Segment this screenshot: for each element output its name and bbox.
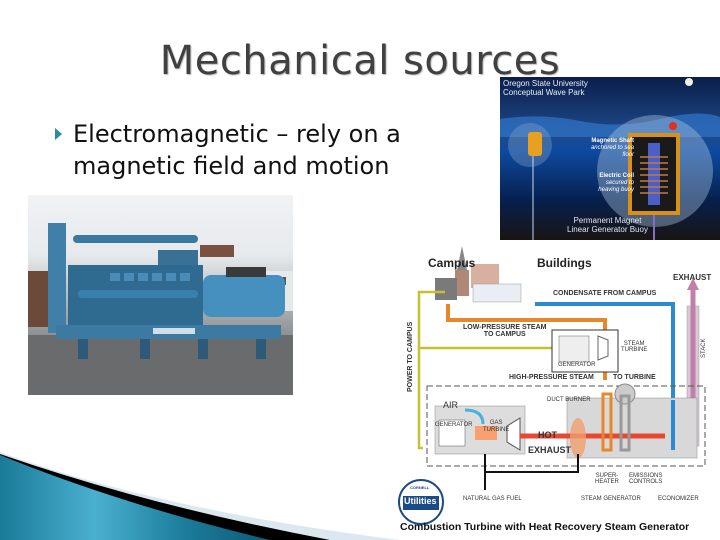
superheater-label: SUPER- HEATER (595, 473, 619, 485)
bullet-text: Electromagnetic – rely on a magnetic fie… (73, 120, 401, 180)
wave-park-image: Oregon State University Conceptual Wave … (500, 77, 720, 241)
steam-turbine-label: STEAM TURBINE (621, 341, 647, 353)
electric-coil-label: Electric Coil secured to heaving buoy (582, 173, 634, 194)
gas-turbine-label: GAS TURBINE (483, 420, 509, 434)
buildings-label: Buildings (537, 256, 592, 270)
caption-line: Oregon State University (503, 79, 588, 88)
chp-flow-illustration (398, 246, 706, 525)
triangle-bullet-icon (55, 128, 62, 140)
label-line: LOW-PRESSURE STEAM (463, 324, 547, 331)
campus-label: Campus (428, 256, 476, 270)
steam-generator-label: STEAM GENERATOR (581, 496, 641, 502)
slide-title: Mechanical sources (159, 38, 561, 84)
label-line: STEAM (623, 341, 645, 347)
natural-gas-fuel-label: NATURAL GAS FUEL (463, 496, 522, 502)
air-label: AIR (443, 400, 459, 410)
generator-photo (28, 195, 293, 395)
emissions-controls-label: EMISSIONS CONTROLS (629, 473, 662, 485)
diagram-caption: Combustion Turbine with Heat Recovery St… (400, 521, 690, 533)
label-line: HEATER (595, 479, 619, 485)
label-line: Magnetic Shaft (591, 138, 634, 144)
wave-park-caption-top: Oregon State University Conceptual Wave … (503, 79, 588, 97)
cornell-utilities-logo: Utilities (404, 496, 437, 506)
label-line: SUPER- (595, 473, 619, 479)
decorative-swoosh (0, 452, 400, 540)
label-line: TURBINE (483, 427, 510, 433)
generator-top-label: GENERATOR (558, 362, 596, 368)
caption-line: Linear Generator Buoy (567, 225, 648, 234)
caption-line: Permanent Magnet (573, 216, 642, 225)
label-line: secured to (605, 180, 634, 186)
generator-bottom-label: GENERATOR (435, 422, 473, 428)
hot-label: HOT (538, 430, 557, 440)
chp-diagram: Campus Buildings EXHAUST CONDENSATE FROM… (395, 240, 720, 540)
label-line: CONTROLS (629, 479, 663, 485)
duct-burner-label: DUCT BURNER (547, 397, 591, 403)
hot-exhaust-label: EXHAUST (528, 445, 572, 455)
low-pressure-steam-label: LOW-PRESSURE STEAM TO CAMPUS (463, 324, 546, 338)
label-line: Electric Coil (599, 173, 634, 179)
label-line: GAS (489, 420, 503, 426)
label-line: TURBINE (621, 347, 648, 353)
label-line: TO CAMPUS (483, 331, 526, 338)
high-pressure-steam-label: HIGH-PRESSURE STEAM (509, 374, 594, 381)
wave-park-caption-bottom: Permanent Magnet Linear Generator Buoy (567, 216, 648, 234)
exhaust-label: EXHAUST (673, 273, 712, 282)
label-line: anchored to sea floor (590, 145, 634, 158)
bullet-item: Electromagnetic – rely on a magnetic fie… (55, 118, 475, 182)
to-turbine-label: TO TURBINE (613, 374, 656, 381)
condensate-label: CONDENSATE FROM CAMPUS (553, 290, 657, 297)
power-to-campus-label: POWER TO CAMPUS (407, 321, 414, 392)
label-line: EMISSIONS (629, 473, 663, 479)
economizer-label: ECONOMIZER (658, 496, 699, 502)
generator-illustration (28, 223, 293, 395)
label-line: heaving buoy (598, 187, 634, 193)
wave-buoy-illustration (500, 78, 720, 241)
caption-line: Conceptual Wave Park (503, 88, 585, 97)
stack-label: STACK (701, 338, 707, 358)
logo-top-text: CORNELL (410, 485, 430, 490)
magnetic-shaft-label: Magnetic Shaft anchored to sea floor (582, 138, 634, 159)
